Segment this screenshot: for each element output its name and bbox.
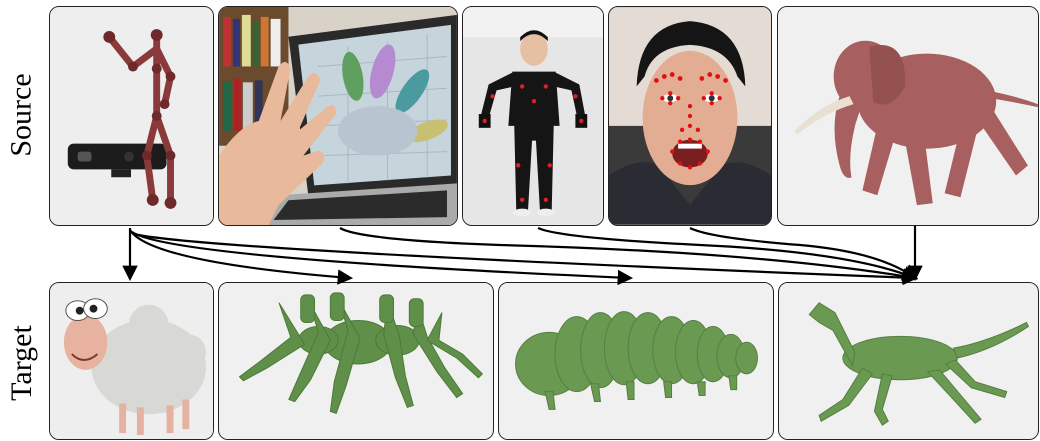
source-row-label: Source [0, 15, 44, 215]
target-panel-horse [778, 282, 1039, 440]
arrow-kinect-to-caterpillar [132, 232, 630, 278]
kinect-skeleton-icon [50, 7, 213, 225]
hand-tracking-icon [219, 7, 457, 225]
sheep-icon [50, 283, 213, 439]
horse-icon [779, 283, 1038, 439]
spider-icon [219, 283, 493, 439]
target-panel-sheep [49, 282, 214, 440]
target-row-label: Target [0, 290, 44, 435]
source-panel-kinect [49, 6, 214, 226]
arrow-hand-to-horse [340, 228, 915, 278]
source-panel-mocap [462, 6, 604, 226]
source-panel-hand [218, 6, 458, 226]
arrow-face-to-horse [690, 228, 915, 278]
arrow-kinect-to-horse [134, 234, 915, 278]
source-panel-face [608, 6, 772, 226]
elephant-icon [778, 7, 1038, 225]
target-label: Target [5, 325, 39, 401]
target-panel-spider [218, 282, 494, 440]
target-panel-caterpillar [498, 282, 774, 440]
source-label: Source [5, 73, 39, 156]
arrow-mocap-to-horse [538, 228, 915, 278]
arrow-kinect-to-spider [130, 230, 350, 278]
caterpillar-icon [499, 283, 773, 439]
source-panel-elephant [777, 6, 1039, 226]
mocap-person-icon [463, 7, 603, 225]
face-landmarks-icon [609, 7, 771, 225]
